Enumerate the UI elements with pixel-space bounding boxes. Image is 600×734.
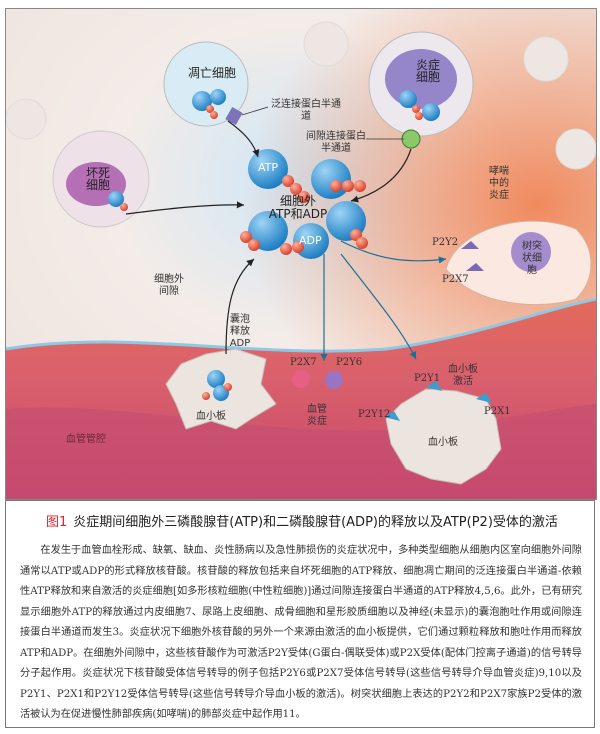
label-p2y1: P2Y1 [414, 373, 441, 384]
label-platelet-right: 血小板 [428, 437, 458, 448]
dendritic-cell [445, 220, 592, 306]
label-adp: ADP [299, 234, 322, 247]
label-vesicle-release-adp: 囊泡释放ADP [229, 314, 251, 349]
inflammatory-cell [368, 31, 474, 149]
caption-title: 炎症期间细胞外三磷酸腺苷(ATP)和二磷酸腺苷(ADP)的释放以及ATP(P2)… [73, 515, 558, 530]
p2y6-receptor [325, 371, 343, 389]
label-vessel-lumen: 血管管腔 [66, 434, 106, 445]
figure-number: 图1 [46, 515, 68, 530]
platelet-right [384, 381, 502, 485]
label-connexin-channel: 间隙连接蛋白半通道 [306, 131, 366, 154]
label-vascular-inflammation: 血管炎症 [307, 404, 327, 427]
necrotic-cell [52, 130, 150, 228]
atp-adp-molecules [240, 149, 368, 259]
illustration: 凋亡细胞 泛连接蛋白半通道 炎症细胞 间隙连接蛋白半通道 坏死细胞 ATP 细胞… [5, 8, 597, 500]
label-p2x7-vessel: P2X7 [290, 357, 317, 368]
platelet-left [165, 348, 277, 430]
label-p2y6: P2Y6 [336, 357, 363, 368]
label-p2x1: P2X1 [484, 406, 511, 417]
label-necrotic-cell: 坏死细胞 [86, 166, 111, 192]
label-apoptotic-cell: 凋亡细胞 [188, 66, 237, 80]
label-p2x7-dc: P2X7 [442, 274, 469, 285]
label-dendritic-cell: 树突状细胞 [522, 241, 542, 276]
p2x7-receptor [292, 370, 310, 388]
apoptotic-cell [163, 41, 249, 127]
label-extracellular-space: 细胞外间隙 [154, 274, 184, 297]
illustration-canvas [6, 9, 596, 499]
label-pannexin-channel: 泛连接蛋白半通道 [271, 99, 341, 122]
caption-title-row: 图1 炎症期间细胞外三磷酸腺苷(ATP)和二磷酸腺苷(ADP)的释放以及ATP(P… [46, 511, 558, 530]
label-asthma-inflammation: 哮喘中的炎症 [489, 166, 509, 201]
label-platelet-left: 血小板 [196, 411, 226, 422]
caption-body: 在发生于血管血栓形成、缺氧、缺血、炎性肠病以及急性肺损伤的炎症状况中，多种类型细… [20, 545, 582, 720]
label-extracellular-1: 细胞外 [279, 194, 316, 208]
label-inflammatory-cell: 炎症细胞 [416, 58, 441, 84]
label-p2y2: P2Y2 [432, 237, 459, 248]
label-p2y12: P2Y12 [358, 409, 391, 420]
label-platelet-activation: 血小板激活 [448, 364, 478, 387]
label-atp: ATP [258, 161, 279, 174]
figure-caption: 图1 炎症期间细胞外三磷酸腺苷(ATP)和二磷酸腺苷(ADP)的释放以及ATP(P… [5, 500, 595, 728]
label-extracellular-2: ATP和ADP [268, 207, 328, 221]
